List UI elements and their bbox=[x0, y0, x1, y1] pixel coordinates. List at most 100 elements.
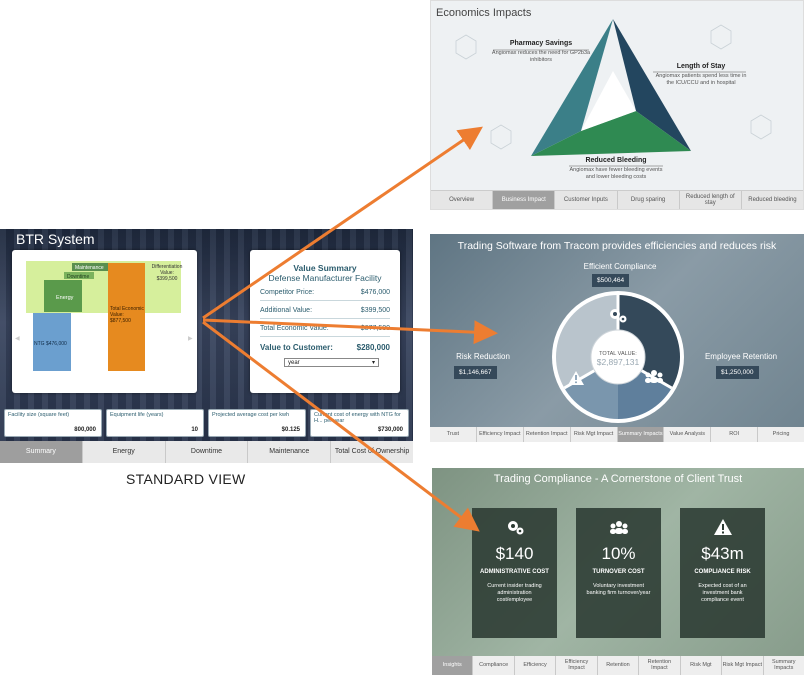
summary-row-additional-value: Additional Value: $399,500 bbox=[260, 301, 390, 319]
economics-title: Economics Impacts bbox=[436, 7, 532, 19]
tab-downtime[interactable]: Downtime bbox=[166, 441, 249, 463]
economics-impacts-panel: Economics Impacts Pharmacy Savings Angio… bbox=[430, 0, 804, 210]
tab-maintenance[interactable]: Maintenance bbox=[248, 441, 332, 463]
chevron-left-icon[interactable]: ◀ bbox=[15, 336, 20, 342]
value-waterfall-chart: Maintenance Downtime Energy NTG $476,000… bbox=[15, 261, 193, 371]
input-label: Projected average cost per kwh bbox=[212, 412, 290, 418]
input-value: 10 bbox=[191, 427, 198, 433]
card-label: TURNOVER COST bbox=[592, 569, 645, 575]
tab-trust[interactable]: Trust bbox=[430, 427, 477, 442]
trading-title: Trading Software from Tracom provides ef… bbox=[457, 240, 777, 252]
summary-row-competitor-price: Competitor Price: $476,000 bbox=[260, 283, 390, 301]
triangle-left-face bbox=[531, 19, 613, 156]
tab-customer-inputs[interactable]: Customer Inputs bbox=[555, 191, 618, 209]
callout-title: Reduced Bleeding bbox=[585, 157, 647, 164]
period-select-value: year bbox=[288, 359, 300, 366]
tab-drug-sparing[interactable]: Drug sparing bbox=[618, 191, 680, 209]
admin-cost-card: $140 ADMINISTRATIVE COST Current insider… bbox=[472, 508, 557, 638]
chart-label-total-economic: Total Economic Value: $877,500 bbox=[110, 306, 144, 324]
tab-total-cost-of-ownership[interactable]: Total Cost of Ownership bbox=[334, 448, 410, 456]
trading-software-panel: Trading Software from Tracom provides ef… bbox=[430, 234, 804, 442]
tab-summary[interactable]: Summary bbox=[0, 441, 83, 463]
card-big-value: $140 bbox=[495, 544, 534, 563]
chart-bar-energy bbox=[44, 280, 82, 312]
period-select[interactable]: year ▾ bbox=[284, 358, 379, 367]
card-label: COMPLIANCE RISK bbox=[694, 569, 751, 575]
tab-value-analysis[interactable]: Value Analysis bbox=[664, 427, 712, 442]
economics-triangle-diagram bbox=[455, 19, 772, 167]
tab-summary-impacts[interactable]: Summary Impacts bbox=[771, 658, 796, 671]
compliance-title: Trading Compliance - A Cornerstone of Cl… bbox=[493, 473, 743, 485]
users-icon bbox=[645, 370, 663, 383]
trading-tab-bar: Trust Efficiency Impact Retention Impact… bbox=[430, 427, 804, 442]
facility-size-field[interactable]: Facility size (square feet) 800,000 bbox=[4, 409, 102, 437]
card-desc: Expected cost of an investment bank comp… bbox=[698, 583, 747, 603]
callout-title: Pharmacy Savings bbox=[509, 40, 573, 47]
callout-desc: Angiomax patients spend less time in the… bbox=[655, 73, 747, 86]
tab-efficiency[interactable]: Efficiency bbox=[515, 656, 557, 675]
tab-roi[interactable]: ROI bbox=[711, 427, 759, 442]
summary-row-value: $476,000 bbox=[360, 289, 390, 296]
compliance-tab-bar: Insights Compliance Efficiency Efficienc… bbox=[432, 656, 804, 675]
tab-efficiency-impact[interactable]: Efficiency Impact bbox=[556, 656, 598, 675]
cost-per-kwh-field[interactable]: Projected average cost per kwh $0.125 bbox=[208, 409, 306, 437]
value-chart-card: Maintenance Downtime Energy NTG $476,000… bbox=[12, 250, 197, 393]
tab-retention-impact[interactable]: Retention Impact bbox=[639, 656, 681, 675]
input-label: Current cost of energy with NTG for H...… bbox=[314, 412, 401, 424]
tab-retention[interactable]: Retention bbox=[598, 656, 640, 675]
tab-risk-mgt[interactable]: Risk Mgt bbox=[681, 656, 723, 675]
chart-label-differentiation: Differentiation Value: $399,500 bbox=[151, 264, 183, 282]
equipment-life-field[interactable]: Equipment life (years) 10 bbox=[106, 409, 204, 437]
btr-tab-bar: Summary Energy Downtime Maintenance Tota… bbox=[0, 441, 413, 463]
tab-business-impact[interactable]: Business Impact bbox=[493, 191, 556, 209]
molecule-decoration bbox=[455, 24, 772, 150]
value-to-customer-label: Value to Customer: bbox=[260, 343, 333, 352]
efficient-compliance-label: Efficient Compliance bbox=[583, 262, 657, 271]
tab-efficiency-impact[interactable]: Efficiency Impact bbox=[477, 427, 524, 442]
tab-energy[interactable]: Energy bbox=[83, 441, 166, 463]
risk-reduction-label: Risk Reduction bbox=[456, 352, 510, 361]
input-value: $730,000 bbox=[377, 427, 403, 433]
energy-cost-field[interactable]: Current cost of energy with NTG for H...… bbox=[310, 409, 409, 437]
tab-compliance[interactable]: Compliance bbox=[473, 656, 515, 675]
chevron-right-icon[interactable]: ▶ bbox=[188, 336, 193, 342]
total-value-center: TOTAL VALUE: $2,897,131 bbox=[590, 351, 646, 367]
card-desc: Voluntary investment banking firm turnov… bbox=[586, 583, 651, 596]
input-row: Facility size (square feet) 800,000 Equi… bbox=[0, 409, 413, 437]
economics-tab-bar: Overview Business Impact Customer Inputs… bbox=[431, 190, 803, 209]
card-desc: Current insider trading administration c… bbox=[487, 583, 542, 603]
turnover-cost-card: 10% TURNOVER COST Voluntary investment b… bbox=[576, 508, 661, 638]
tab-overview[interactable]: Overview bbox=[431, 191, 494, 209]
total-value-label: TOTAL VALUE: bbox=[599, 351, 637, 357]
tab-summary-impacts[interactable]: Summary Impacts bbox=[617, 427, 665, 442]
tab-reduced-length-of-stay[interactable]: Reduced length of stay bbox=[680, 191, 742, 209]
efficient-compliance-value: $500,464 bbox=[592, 274, 630, 287]
tab-risk-mgt-impact[interactable]: Risk Mgt Impact bbox=[571, 427, 618, 442]
standard-view-caption: STANDARD VIEW bbox=[126, 471, 246, 487]
tab-insights[interactable]: Insights bbox=[432, 656, 474, 675]
input-label: Equipment life (years) bbox=[110, 412, 164, 418]
input-value: $0.125 bbox=[281, 427, 300, 433]
input-label: Facility size (square feet) bbox=[8, 412, 70, 418]
summary-row-label: Competitor Price: bbox=[260, 289, 315, 296]
tab-risk-mgt-impact[interactable]: Risk Mgt Impact bbox=[722, 656, 764, 675]
total-value-donut bbox=[552, 291, 684, 423]
total-value-amount: $2,897,131 bbox=[596, 357, 640, 367]
btr-title: BTR System bbox=[16, 231, 95, 247]
employee-retention-label: Employee Retention bbox=[704, 352, 778, 361]
gears-icon bbox=[610, 309, 627, 323]
triangle-center bbox=[581, 71, 636, 131]
input-value: 800,000 bbox=[74, 427, 96, 433]
trading-compliance-panel: Trading Compliance - A Cornerstone of Cl… bbox=[432, 468, 804, 675]
summary-row-label: Total Economic Value: bbox=[260, 325, 329, 332]
reduced-bleeding-callout: Reduced Bleeding Angiomax have fewer ble… bbox=[567, 157, 665, 180]
chevron-down-icon: ▾ bbox=[371, 360, 375, 366]
tab-retention-impact[interactable]: Retention Impact bbox=[524, 427, 571, 442]
users-icon bbox=[576, 518, 661, 536]
summary-row-label: Additional Value: bbox=[260, 307, 313, 314]
employee-retention-value: $1,250,000 bbox=[716, 366, 759, 379]
tab-reduced-bleeding[interactable]: Reduced bleeding bbox=[748, 196, 797, 203]
tab-pricing[interactable]: Pricing bbox=[772, 430, 790, 437]
chart-bar-ntg bbox=[33, 313, 71, 371]
summary-row-total-economic-value: Total Economic Value: $877,500 bbox=[260, 319, 390, 337]
